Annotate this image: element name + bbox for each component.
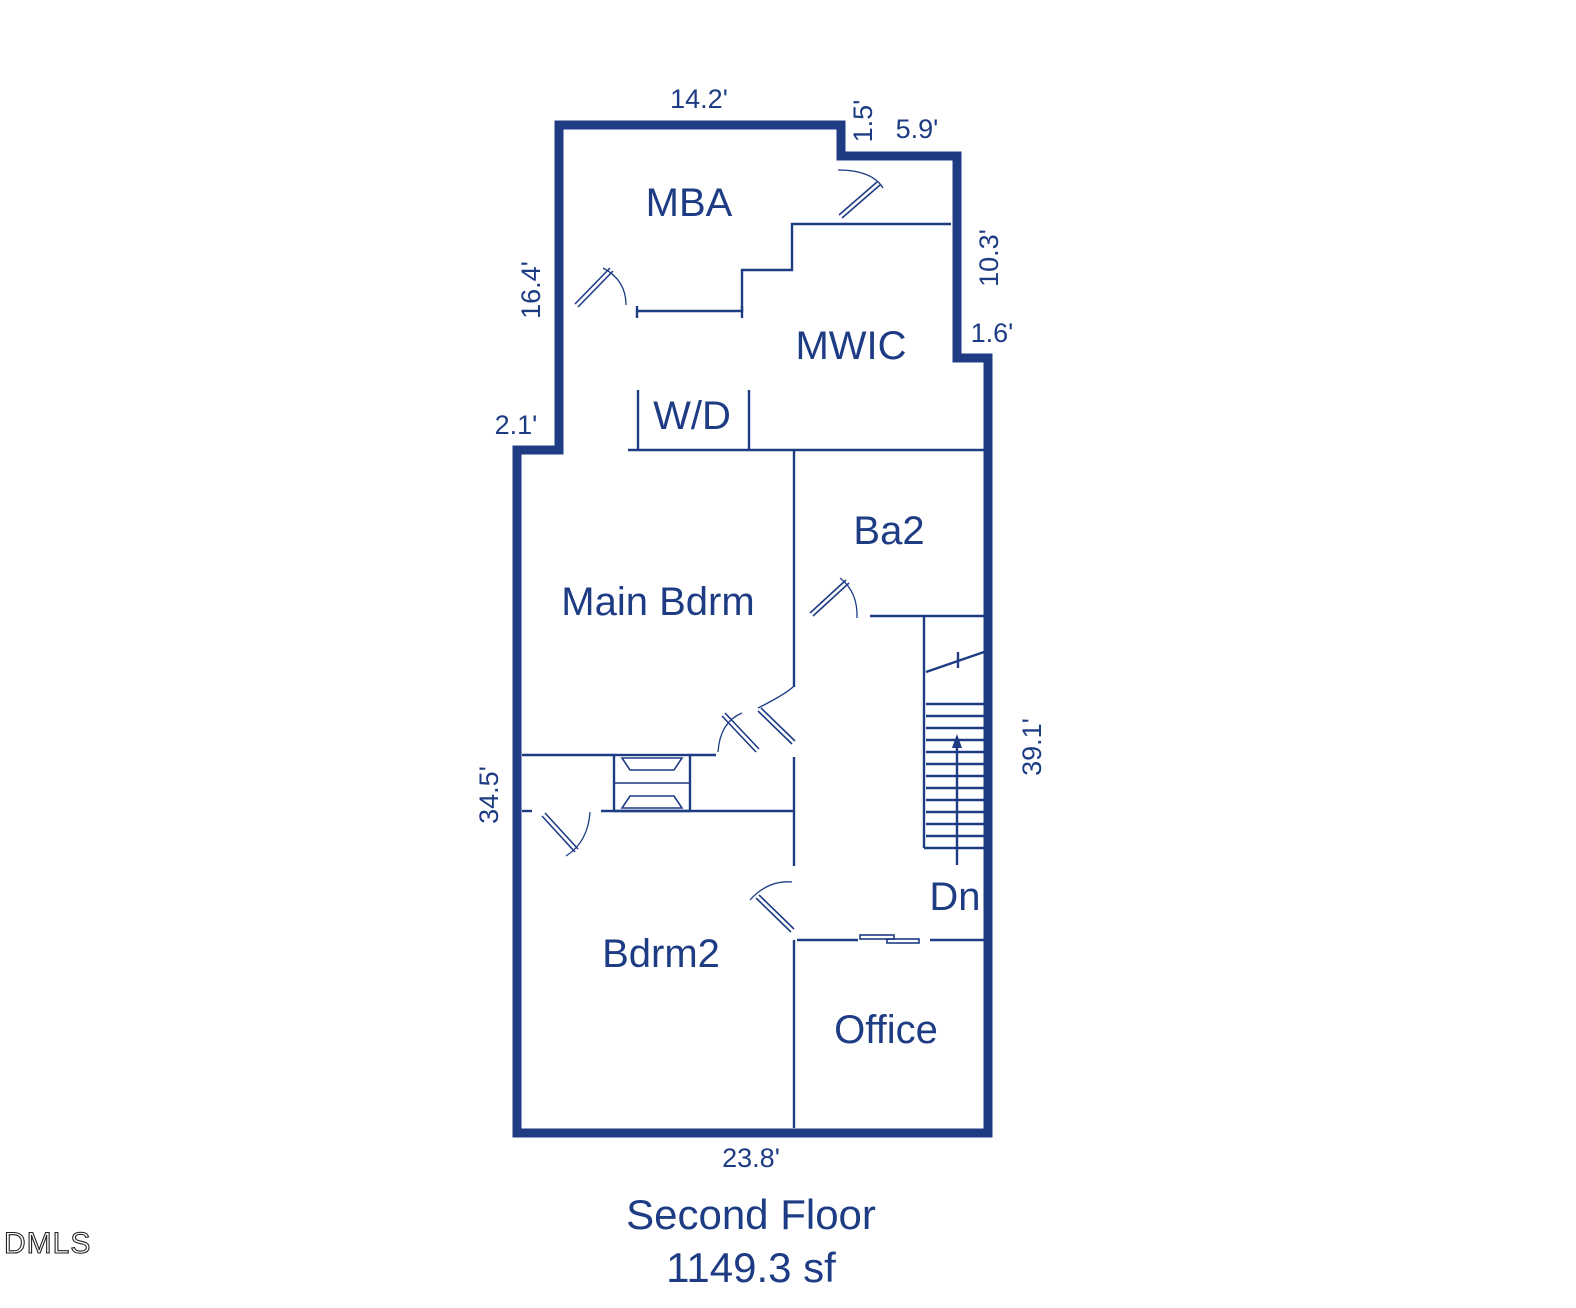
hall-closet: [522, 753, 796, 866]
watermark-logo: DMLS: [4, 1227, 91, 1260]
room-label-office: Office: [834, 1008, 938, 1052]
room-label-ba2: Ba2: [853, 509, 924, 553]
room-label-mba: MBA: [646, 181, 733, 225]
dimension-left-jog: 2.1': [495, 410, 538, 440]
floor-area: 1149.3 sf: [666, 1244, 836, 1291]
exterior-wall: [512, 120, 993, 1138]
mba-wall: [635, 222, 951, 318]
door-main-bdrm: [717, 685, 796, 753]
room-label-main-bdrm: Main Bdrm: [561, 580, 754, 624]
door-ba2: [809, 577, 858, 619]
office-walls: [792, 934, 984, 1128]
dimension-left-upper: 16.4': [516, 261, 546, 319]
door-office: [749, 881, 795, 933]
room-label-bdrm2: Bdrm2: [602, 932, 720, 976]
dimension-right-jog: 1.6': [971, 318, 1014, 348]
dimension-top: 14.2': [670, 84, 728, 114]
floor-title: Second Floor: [626, 1191, 876, 1238]
dimension-right: 39.1': [1017, 718, 1047, 776]
staircase: [922, 616, 985, 865]
dimension-left: 34.5': [474, 766, 504, 824]
door-mwic: [574, 267, 627, 308]
room-label-wd: W/D: [653, 394, 731, 438]
room-label-mwic: MWIC: [795, 324, 906, 368]
door-bdrm2: [541, 811, 591, 857]
dimension-jog-top: 1.5': [848, 100, 878, 143]
wd-closet-wall: [636, 390, 751, 450]
dimension-top-right: 5.9': [896, 114, 939, 144]
stairs-label: Dn: [929, 875, 980, 919]
door-mba: [837, 169, 884, 219]
dimension-bottom: 23.8': [722, 1143, 780, 1173]
dimension-right-upper: 10.3': [974, 229, 1004, 287]
